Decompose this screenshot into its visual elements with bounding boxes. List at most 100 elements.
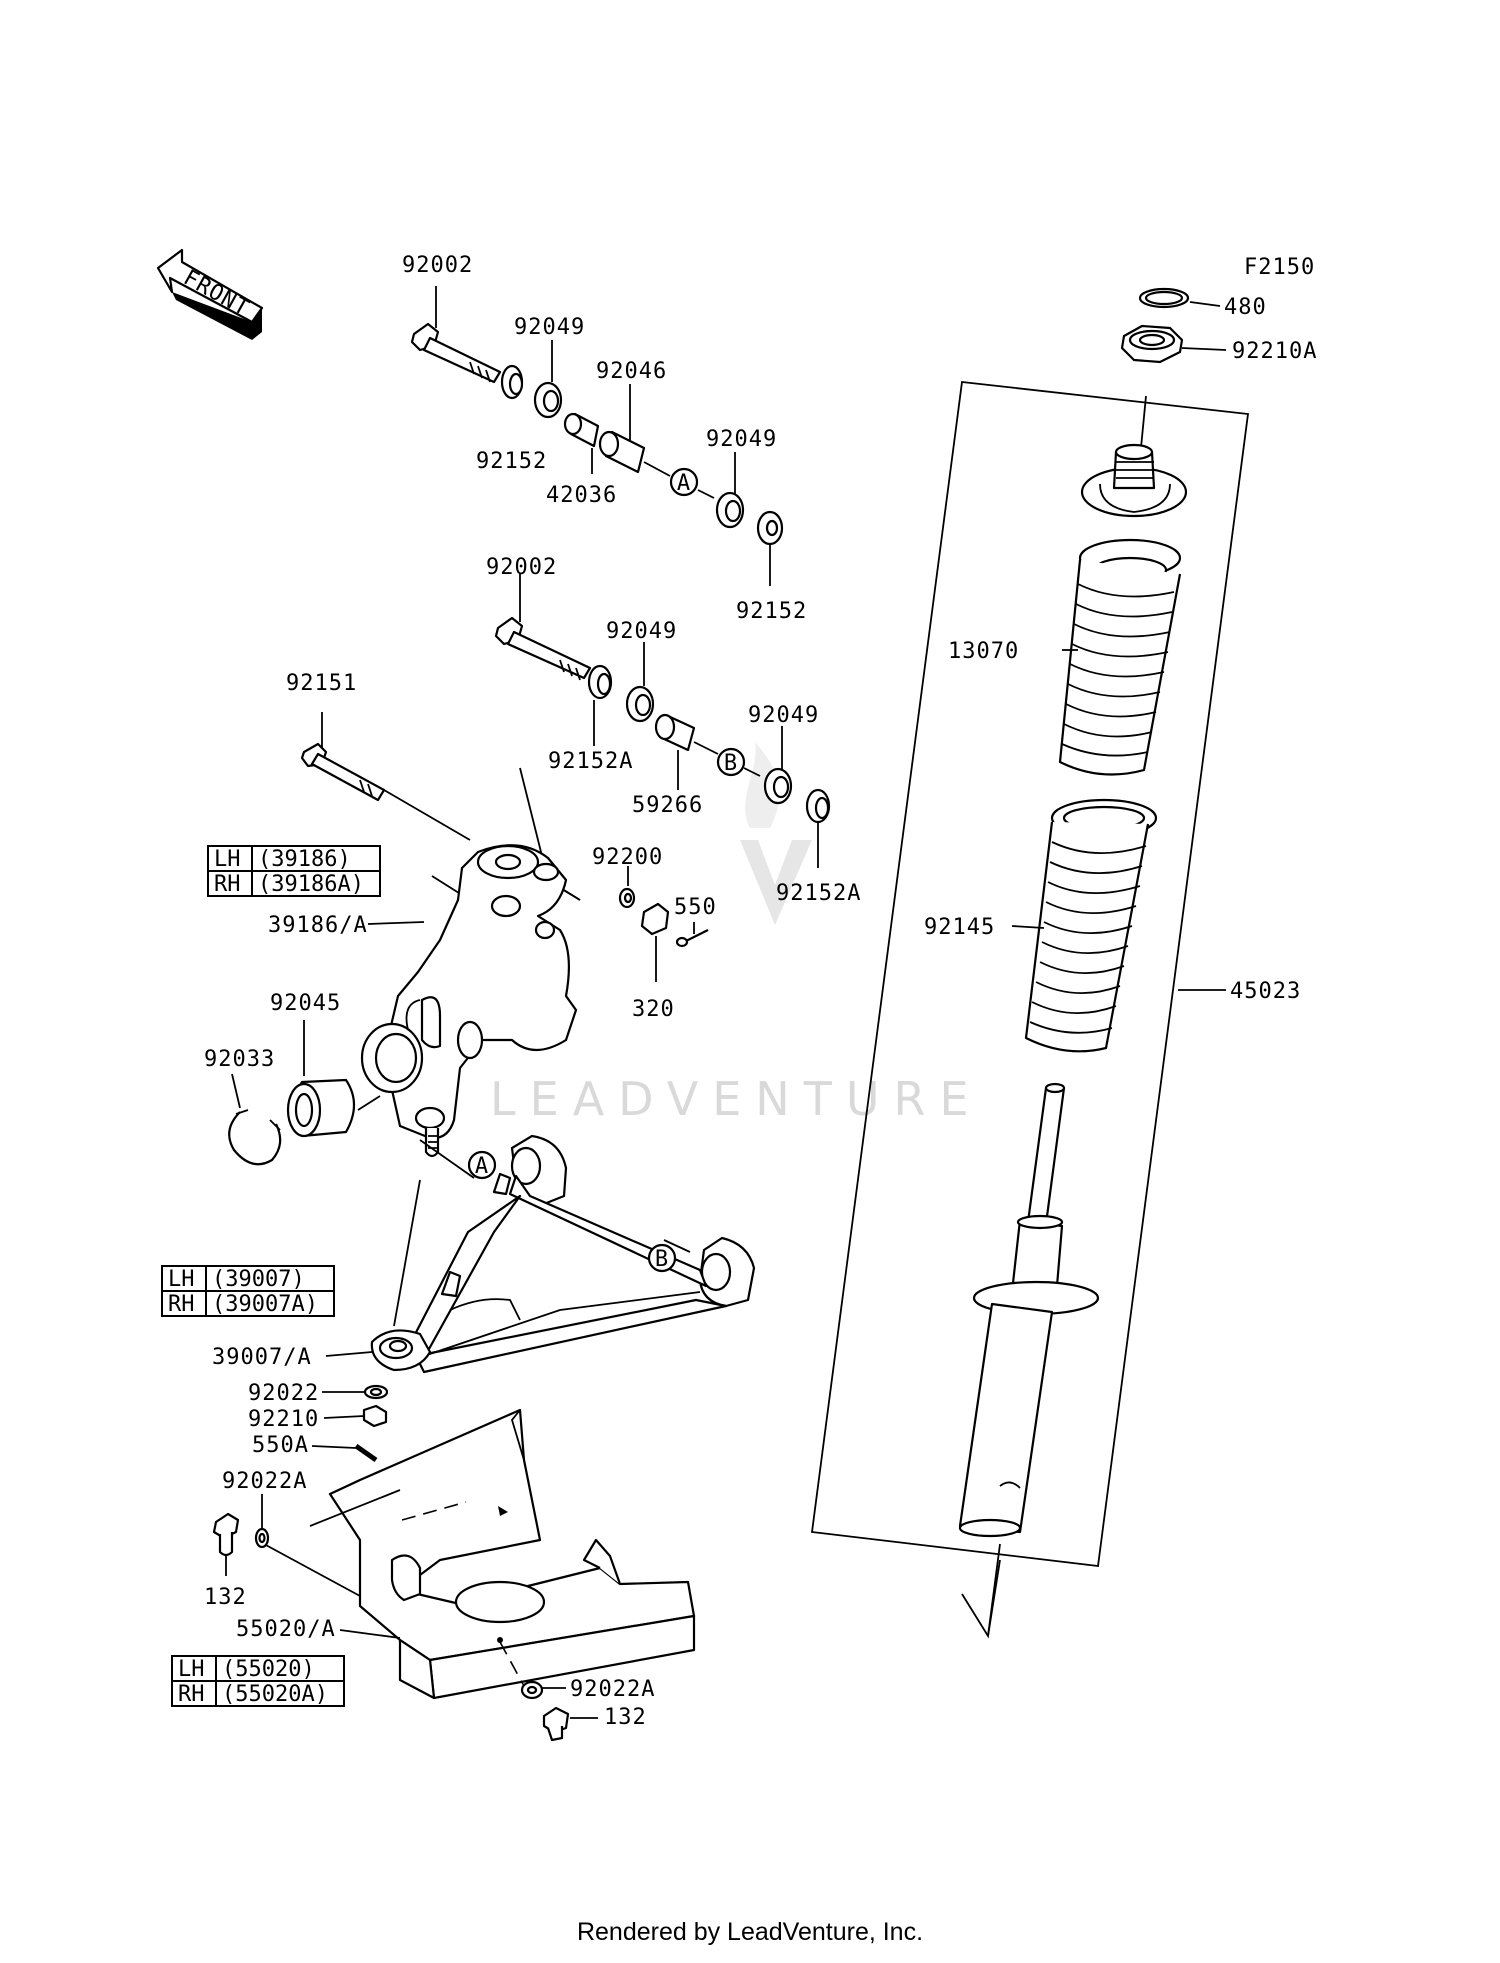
steering-knuckle-39186 bbox=[360, 844, 578, 1158]
svg-text:RH: RH bbox=[178, 1682, 205, 1707]
washer-92022A-left bbox=[254, 1527, 270, 1549]
figure-code: F2150 bbox=[1244, 255, 1315, 280]
cotter-pin-550 bbox=[675, 922, 709, 948]
upper-spring-seat bbox=[1080, 443, 1188, 518]
nut-320 bbox=[640, 902, 670, 982]
bolt-92002-upper bbox=[410, 286, 502, 384]
label-92046: 92046 bbox=[596, 359, 667, 384]
label-92049-c: 92049 bbox=[606, 619, 677, 644]
label-92002-middle: 92002 bbox=[486, 555, 557, 580]
svg-text:RH: RH bbox=[214, 872, 241, 897]
circlip-480 bbox=[1138, 287, 1221, 309]
arm-side-table: LH (39007) RH (39007A) bbox=[161, 1265, 335, 1317]
bolt-92151 bbox=[300, 712, 581, 901]
label-92145: 92145 bbox=[924, 915, 995, 940]
label-92210: 92210 bbox=[248, 1407, 319, 1432]
svg-text:B: B bbox=[655, 1247, 669, 1272]
label-92210A: 92210A bbox=[1232, 339, 1317, 364]
nut-92210A bbox=[1120, 324, 1227, 364]
label-13070: 13070 bbox=[948, 639, 1019, 664]
bearing-92046 bbox=[598, 384, 646, 474]
callout-b-upper: B bbox=[716, 747, 746, 777]
svg-text:LH: LH bbox=[214, 847, 241, 872]
bushing-59266 bbox=[654, 713, 696, 790]
washer-92200 bbox=[618, 866, 636, 909]
svg-text:A: A bbox=[677, 471, 691, 496]
label-92049-b: 92049 bbox=[706, 427, 777, 452]
label-92152A-b: 92152A bbox=[776, 881, 861, 906]
collar-92152A-upper bbox=[587, 664, 613, 746]
label-92049-d: 92049 bbox=[748, 703, 819, 728]
washer-92022A-bottom bbox=[520, 1680, 544, 1700]
knuckle-side-table: LH (39186) RH (39186A) bbox=[207, 845, 381, 897]
guard-side-table: LH (55020) RH (55020A) bbox=[171, 1655, 345, 1707]
callout-a-upper: A bbox=[669, 467, 699, 497]
svg-text:LH: LH bbox=[178, 1657, 205, 1682]
label-92022A-b: 92022A bbox=[570, 1677, 655, 1702]
label-39007: 39007/A bbox=[212, 1345, 312, 1370]
footer-credit: Rendered by LeadVenture, Inc. bbox=[576, 1918, 924, 1946]
label-92152-b: 92152 bbox=[736, 599, 807, 624]
watermark-text: LEADVENTURE bbox=[490, 1072, 983, 1126]
svg-text:B: B bbox=[724, 751, 738, 776]
label-92045: 92045 bbox=[270, 991, 341, 1016]
cotter-pin-550A bbox=[354, 1443, 378, 1463]
callout-b-lower: B bbox=[647, 1243, 677, 1273]
svg-text:(39186A): (39186A) bbox=[258, 872, 364, 897]
label-42036: 42036 bbox=[546, 483, 617, 508]
spring-92145 bbox=[1011, 798, 1158, 1053]
label-45023: 45023 bbox=[1230, 979, 1301, 1004]
sleeve-42036 bbox=[563, 412, 600, 474]
svg-text:(39007A): (39007A) bbox=[212, 1292, 318, 1317]
damper-body bbox=[958, 1082, 1100, 1538]
label-92152-a: 92152 bbox=[476, 449, 547, 474]
label-39186: 39186/A bbox=[268, 913, 368, 938]
svg-text:A: A bbox=[475, 1154, 489, 1179]
label-55020: 55020/A bbox=[236, 1617, 336, 1642]
label-92022: 92022 bbox=[248, 1381, 319, 1406]
svg-text:(39186): (39186) bbox=[258, 847, 351, 872]
bolt-132-left bbox=[212, 1512, 240, 1576]
circlip-92033 bbox=[228, 1073, 282, 1166]
label-92200: 92200 bbox=[592, 845, 663, 870]
svg-text:LH: LH bbox=[168, 1267, 195, 1292]
label-92152A-a: 92152A bbox=[548, 749, 633, 774]
label-480: 480 bbox=[1224, 295, 1267, 320]
part-number-labels: 92002 92049 92046 92152 42036 92049 9215… bbox=[204, 253, 1317, 1730]
seal-92049-c bbox=[625, 642, 655, 723]
seal-92049-b bbox=[715, 452, 745, 529]
label-320: 320 bbox=[632, 997, 675, 1022]
callout-a-lower: A bbox=[467, 1150, 497, 1180]
svg-text:(39007): (39007) bbox=[212, 1267, 305, 1292]
label-92002-top: 92002 bbox=[402, 253, 473, 278]
dust-boot-13070 bbox=[1058, 538, 1182, 776]
seal-92049-d bbox=[763, 726, 793, 805]
collar-92152-lower bbox=[756, 510, 784, 586]
bolt-92002-middle bbox=[494, 574, 592, 681]
label-550A: 550A bbox=[252, 1433, 309, 1458]
label-92033: 92033 bbox=[204, 1047, 275, 1072]
label-92151: 92151 bbox=[286, 671, 357, 696]
washer-92022 bbox=[363, 1384, 389, 1400]
bearing-92045 bbox=[286, 1020, 381, 1138]
skid-plate-55020 bbox=[263, 1408, 696, 1700]
svg-text:RH: RH bbox=[168, 1292, 195, 1317]
label-132-a: 132 bbox=[204, 1585, 247, 1610]
collar-92152-upper bbox=[500, 364, 524, 400]
label-550: 550 bbox=[674, 895, 717, 920]
label-132-b: 132 bbox=[604, 1705, 647, 1730]
shock-assembly-frame-45023 bbox=[810, 381, 1250, 1639]
bolt-132-bottom bbox=[542, 1706, 570, 1742]
label-92049-a: 92049 bbox=[514, 315, 585, 340]
leader-lines bbox=[261, 921, 598, 1719]
front-direction-badge: FRONT bbox=[156, 248, 264, 340]
nut-92210 bbox=[362, 1404, 388, 1428]
svg-text:(55020): (55020) bbox=[222, 1657, 315, 1682]
svg-text:(55020A): (55020A) bbox=[222, 1682, 328, 1707]
lower-a-arm-39007 bbox=[370, 1134, 756, 1374]
leadventure-watermark: LEADVENTURE bbox=[490, 742, 983, 1126]
label-92022A-a: 92022A bbox=[222, 1469, 307, 1494]
label-59266: 59266 bbox=[632, 793, 703, 818]
